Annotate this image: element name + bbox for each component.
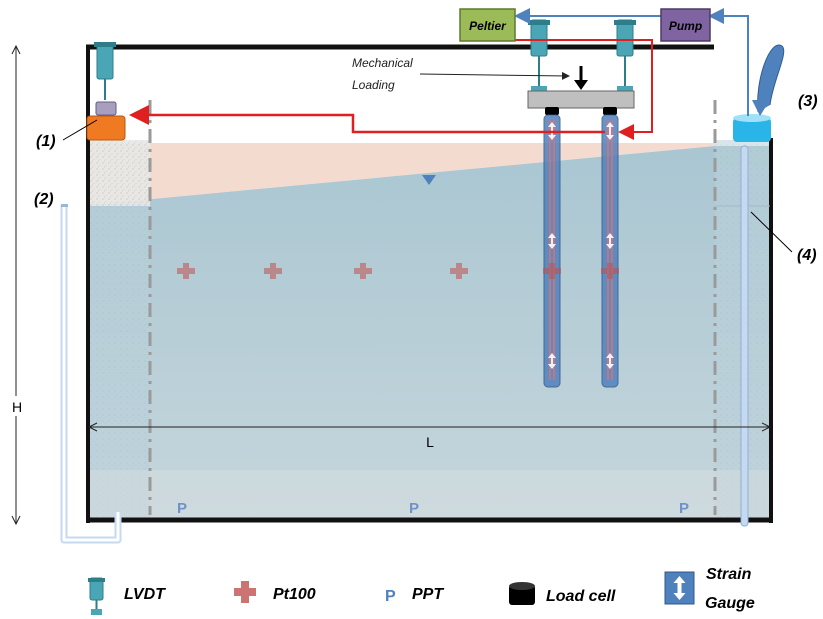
legend-load-cell-icon [509,582,535,605]
mechanical-loading-label-2: Loading [352,78,395,92]
legend: LVDT Pt100 P PPT Load cell Strain Gauge [88,566,755,615]
legend-pt100-icon [234,581,256,603]
tank [86,44,773,523]
length-label: L [426,434,434,450]
water-table-marker [422,175,436,185]
heat-line-pile [515,39,653,140]
strain-gauge [548,233,556,249]
ppt-marker-left: P [177,500,187,517]
load-cell [545,107,559,115]
legend-lvdt-label: LVDT [124,586,166,603]
mechanical-loading-label-1: Mechanical [352,56,413,70]
reservoir-to-pump-line [708,8,749,116]
heat-circuit [129,8,749,140]
left-sand-column [88,140,150,206]
callout-2: (2) [34,191,54,208]
pump-label: Pump [669,19,702,33]
mechanical-loading-pointer [419,71,570,80]
legend-strain-gauge-icon [664,571,695,605]
legend-lvdt-icon [88,577,105,615]
legend-ppt-label: PPT [412,586,444,603]
pt100-sensors [177,263,619,279]
ppt-markers: P P P [177,500,689,517]
height-label: H [12,399,22,415]
left-sand-column-wet [88,206,150,520]
pt100-sensor [177,263,195,279]
legend-strain-gauge-label-1: Strain [706,566,752,583]
callout-4: (4) [797,247,817,264]
loading-frame [527,19,636,388]
pt100-sensor [450,263,468,279]
strain-gauge [606,122,614,140]
peltier-label: Peltier [469,19,507,33]
saturated-zone [88,146,770,520]
legend-ppt-icon: P [385,588,396,605]
callout-1: (1) [36,133,56,150]
strain-gauge [606,353,614,369]
reservoir [733,44,785,527]
annotations: Mechanical Loading (1) (2) (3) (4) H L [8,44,818,526]
load-cell [603,107,617,115]
heat-line-left [129,105,605,134]
pt100-sensor [543,263,561,279]
standpipe [60,204,122,544]
ppt-marker-middle: P [409,500,419,517]
pt100-sensor [264,263,282,279]
callout-3: (3) [798,93,818,110]
legend-strain-gauge-label-2: Gauge [705,595,755,612]
pump-box: Pump [660,8,711,42]
legend-pt100-label: Pt100 [273,586,316,603]
return-flow-arrow [757,44,785,113]
loading-plate-left [86,115,126,141]
pt100-sensor [601,263,619,279]
pt100-sensor [354,263,372,279]
strain-gauge [548,353,556,369]
pile-right [601,114,619,388]
legend-load-cell-label: Load cell [546,588,616,605]
loading-beam [527,90,635,109]
ppt-marker-right: P [679,500,689,517]
lvdt-left [86,42,126,141]
inflow-tube [740,145,749,527]
strain-gauge [606,233,614,249]
peltier-box: Peltier [459,8,516,42]
bottom-band [88,470,771,520]
pile-left [543,114,561,388]
